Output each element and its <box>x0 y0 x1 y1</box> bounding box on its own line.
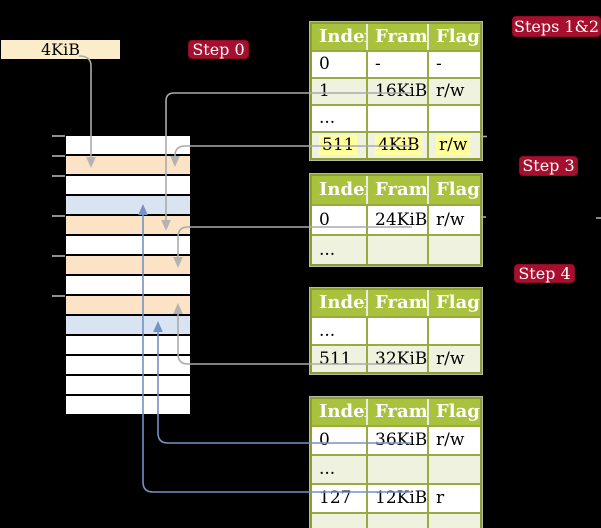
cell-flags <box>427 514 480 528</box>
memory-tick <box>52 295 65 297</box>
column-header-flags: Flags <box>427 176 480 204</box>
cell-index: 1 <box>312 79 366 104</box>
table-header-row: IndexFrameFlags <box>312 24 480 50</box>
table-row: ... <box>312 104 480 131</box>
memory-row-1-pagetable <box>66 156 190 176</box>
highlighted-value: 511 <box>319 135 358 155</box>
cell-frame: - <box>366 52 427 77</box>
cell-flags: r/w <box>427 427 480 454</box>
column-header-frame: Frame <box>366 290 427 316</box>
cell-frame: 12KiB <box>366 485 427 512</box>
table-row: 0 -- <box>312 50 480 77</box>
memory-row-13-plain <box>66 396 190 416</box>
physical-memory-stack <box>66 136 190 416</box>
cell-frame <box>366 236 427 264</box>
cell-flags <box>427 236 480 264</box>
memory-row-10-plain <box>66 336 190 356</box>
table-header-row: IndexFrameFlags <box>312 176 480 204</box>
memory-row-9-data <box>66 316 190 336</box>
column-header-flags: Flags <box>427 399 480 425</box>
badge-steps-1-2: Steps 1&2 <box>512 16 601 37</box>
cell-index: ... <box>312 236 366 264</box>
cell-index: ... <box>312 514 366 528</box>
memory-row-3-data <box>66 196 190 216</box>
memory-row-6-pagetable <box>66 256 190 276</box>
badge-step-3: Step 3 <box>519 156 578 176</box>
memory-tick <box>52 215 65 217</box>
column-header-flags: Flags <box>427 24 480 50</box>
memory-row-2-plain <box>66 176 190 196</box>
cell-frame: 16KiB <box>366 79 427 104</box>
cell-flags <box>427 106 480 131</box>
cell-frame: 32KiB <box>366 346 427 372</box>
table-row: 511 4KiB r/w <box>312 131 480 158</box>
cell-flags: r/w <box>427 206 480 234</box>
page-table-step3: IndexFrameFlags 0 24KiBr/w... <box>310 174 482 266</box>
memory-row-7-plain <box>66 276 190 296</box>
badge-step-0: Step 0 <box>188 40 249 59</box>
memory-row-12-plain <box>66 376 190 396</box>
table-header-row: IndexFrameFlags <box>312 290 480 316</box>
cell-frame <box>366 456 427 483</box>
memory-tick <box>52 255 65 257</box>
column-header-frame: Frame <box>366 24 427 50</box>
memory-tick <box>52 175 65 177</box>
column-header-frame: Frame <box>366 399 427 425</box>
column-header-index: Index <box>312 290 366 316</box>
column-header-flags: Flags <box>427 290 480 316</box>
memory-row-11-plain <box>66 356 190 376</box>
cell-flags: r/w <box>427 133 480 158</box>
cell-frame <box>366 318 427 344</box>
cell-frame <box>366 514 427 528</box>
memory-tick <box>52 135 65 137</box>
badge-step-4: Step 4 <box>514 264 575 283</box>
cell-index: 127 <box>319 488 352 508</box>
cell-frame: 36KiB <box>366 427 427 454</box>
cell-flags <box>427 456 480 483</box>
cell-frame: 24KiB <box>366 206 427 234</box>
cell-flags: - <box>427 52 480 77</box>
cell-index: ... <box>319 108 336 128</box>
cell-index: ... <box>312 456 366 483</box>
cell-index: 511 <box>312 133 366 158</box>
table-row: ... <box>312 234 480 264</box>
cell-index: ... <box>319 321 336 341</box>
cell-flags: r <box>427 485 480 512</box>
column-header-index: Index <box>312 176 366 204</box>
column-header-index: Index <box>312 24 366 50</box>
table-row: ... <box>312 512 480 528</box>
memory-row-4-pagetable <box>66 216 190 236</box>
cell-index: 0 <box>319 210 330 230</box>
column-header-index: Index <box>312 399 366 425</box>
table-row: ... <box>312 454 480 483</box>
table-header-row: IndexFrameFlags <box>312 399 480 425</box>
cell-frame: 4KiB <box>366 133 427 158</box>
cell-index: 511 <box>312 346 366 372</box>
memory-row-0-plain <box>66 136 190 156</box>
cell-flags: r/w <box>427 79 480 104</box>
column-header-frame: Frame <box>366 176 427 204</box>
highlighted-value: r/w <box>436 135 471 155</box>
page-table-base-box: 4KiB <box>1 40 120 59</box>
cell-flags <box>427 318 480 344</box>
memory-tick <box>52 155 65 157</box>
cell-frame <box>366 106 427 131</box>
memory-row-8-pagetable <box>66 296 190 316</box>
cell-index: 0 <box>319 430 330 450</box>
table-row: ... <box>312 316 480 344</box>
cell-index: 0 <box>319 54 330 74</box>
cell-flags: r/w <box>427 346 480 372</box>
memory-row-5-plain <box>66 236 190 256</box>
highlighted-value: 4KiB <box>375 135 423 155</box>
